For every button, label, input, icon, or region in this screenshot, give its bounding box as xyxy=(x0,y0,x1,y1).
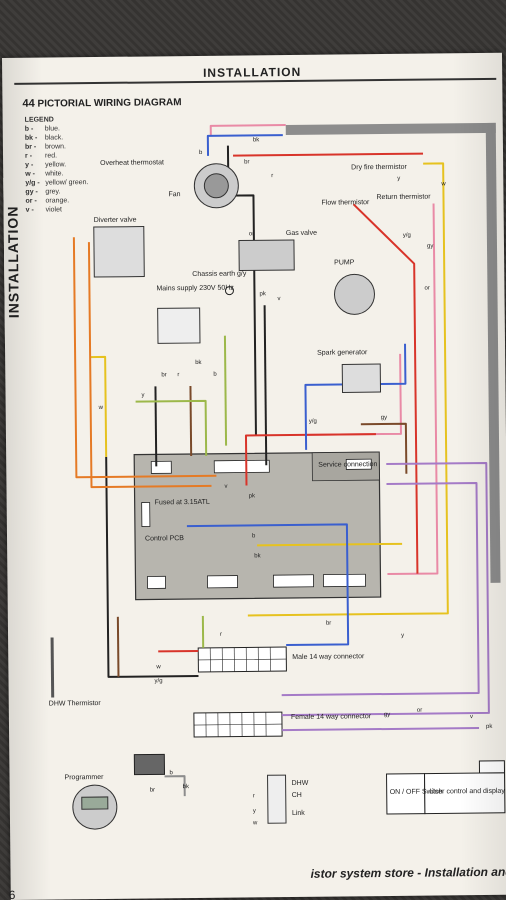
programmer-connector xyxy=(133,753,166,776)
manual-page: INSTALLATION INSTALLATION 44 PICTORIAL W… xyxy=(2,52,506,900)
label-female14: Female 14 way connector xyxy=(291,713,372,721)
label-mains: Mains supply 230V 50Hz xyxy=(156,285,234,293)
programmer-display xyxy=(81,796,109,810)
pcb-connector-4 xyxy=(147,575,166,589)
grey-rail-vertical xyxy=(485,122,501,583)
wire-color-label: b xyxy=(169,770,173,776)
wire-color-label: y/g xyxy=(155,678,163,684)
fan-hub xyxy=(203,173,229,199)
wire-color-label: b xyxy=(199,150,203,156)
label-dhw-thermistor: DHW Thermistor xyxy=(49,700,102,708)
label-male14: Male 14 way connector xyxy=(292,653,365,661)
label-dhw: DHW xyxy=(292,780,309,787)
page-number: 6 xyxy=(8,887,16,900)
pcb-connector-2 xyxy=(213,459,270,474)
label-ch: CH xyxy=(292,792,302,799)
wire-color-label: w xyxy=(252,820,258,826)
wire-color-label: gy xyxy=(384,712,390,718)
label-overheat: Overheat thermostat xyxy=(100,159,164,167)
pcb-connector-3 xyxy=(345,458,372,470)
label-fused: Fused at 3.15ATL xyxy=(155,499,210,507)
wire-color-label: w xyxy=(440,181,446,187)
dhw-thermistor-probe xyxy=(50,637,55,698)
pcb-connector-5 xyxy=(207,575,238,589)
user-control-display xyxy=(424,772,506,815)
pcb-connector-1 xyxy=(150,460,172,474)
wire-color-label: bk xyxy=(183,784,190,790)
label-link: Link xyxy=(292,810,305,817)
label-flow: Flow thermistor xyxy=(322,199,371,207)
wire-color-label: bk xyxy=(254,553,261,559)
wire-color-label: gy xyxy=(427,243,433,249)
gas-valve xyxy=(238,239,295,272)
label-chassis: Chassis earth g/y xyxy=(192,270,247,278)
wire-color-label: br xyxy=(150,787,155,793)
spark-generator xyxy=(341,363,382,393)
wire-color-label: pk xyxy=(486,724,493,730)
wire-color-label: r xyxy=(253,793,255,799)
mains-terminal-block xyxy=(157,307,201,344)
grey-rail xyxy=(285,122,496,136)
label-service: Service connection xyxy=(318,461,377,469)
wire-color-label: w xyxy=(155,664,161,670)
wire-color-label: b xyxy=(213,372,217,378)
label-return: Return thermistor xyxy=(376,194,431,202)
wire-color-label: w xyxy=(98,405,104,411)
wire-color-label: y xyxy=(401,633,404,639)
wire-color-label: v xyxy=(470,714,473,720)
label-pump: PUMP xyxy=(334,259,355,266)
wire-color-label: y/g xyxy=(309,419,317,425)
label-dry-fire: Dry fire thermistor xyxy=(351,164,407,172)
footer-text: istor system store - Installation and Se xyxy=(310,864,506,881)
label-user-control: User control and display xyxy=(430,788,506,796)
wire-color-label: bk xyxy=(195,360,202,366)
wire-color-label: r xyxy=(271,173,273,179)
wire-color-label: pk xyxy=(249,493,256,499)
wire-color-label: y/g xyxy=(403,233,411,239)
pcb-connector-6 xyxy=(273,574,314,588)
wire-color-label: gy xyxy=(381,415,387,421)
wire-color-label: pk xyxy=(259,291,266,297)
label-spark: Spark generator xyxy=(317,349,368,357)
wire-color-label: y xyxy=(397,176,400,182)
pcb-connector-7 xyxy=(323,573,366,588)
wiring-diagram: Overheat thermostat Fan Diverter valve D… xyxy=(49,122,506,830)
wire-color-label: br xyxy=(326,621,331,627)
wire-color-label: or xyxy=(249,231,254,237)
wire-color-label: br xyxy=(161,372,166,378)
wire-color-label: or xyxy=(417,708,422,714)
label-diverter: Diverter valve xyxy=(94,217,137,224)
label-gas-valve: Gas valve xyxy=(286,230,317,237)
wire-color-label: r xyxy=(220,632,222,638)
dhw-ch-terminals xyxy=(267,774,287,824)
label-pcb: Control PCB xyxy=(145,535,184,542)
wire-color-label: or xyxy=(424,286,429,292)
wire-color-label: r xyxy=(177,372,179,378)
label-fan: Fan xyxy=(168,191,180,198)
wire-color-label: b xyxy=(252,533,256,539)
diverter-valve xyxy=(93,226,145,278)
wire-color-label: y xyxy=(142,393,145,399)
label-programmer: Programmer xyxy=(65,774,105,781)
chassis-earth-symbol xyxy=(224,286,234,296)
wire-color-label: v xyxy=(224,484,227,490)
wire-color-label: bk xyxy=(253,137,260,143)
pump xyxy=(333,273,375,315)
wire-color-label: y xyxy=(253,808,256,814)
user-control-terminal xyxy=(478,760,506,774)
wire-color-label: v xyxy=(278,296,281,302)
wire-color-label: br xyxy=(244,159,249,165)
fuse xyxy=(141,502,151,527)
label-onoff: ON / OFF Switch xyxy=(390,788,443,796)
